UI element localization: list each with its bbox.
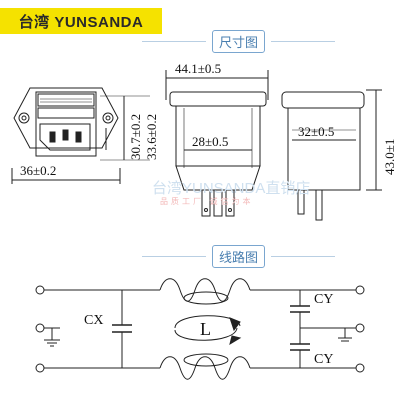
socket-pin-right	[75, 131, 82, 143]
terminal-left-top	[35, 285, 45, 295]
mount-hole-left-inner	[21, 115, 27, 121]
right-view	[281, 89, 382, 221]
choke-coil-bottom	[159, 356, 251, 380]
terminal-left-bottom	[35, 363, 45, 373]
label-front-height-inner: 30.7±0.2	[128, 114, 143, 160]
label-front-width: 36±0.2	[20, 163, 56, 178]
label-inductor: L	[200, 319, 211, 339]
mount-hole-right	[102, 112, 114, 124]
title-divider-right	[271, 256, 336, 257]
side-flange	[169, 91, 267, 107]
flux-arrow-bottom	[229, 335, 242, 346]
terminal-right-bottom	[355, 363, 365, 373]
choke-core-bottom	[183, 353, 229, 367]
side-bottom	[175, 165, 261, 191]
mount-hole-right-inner	[105, 115, 111, 121]
dimensions-section-title: 尺寸图	[136, 30, 341, 53]
switch-panel	[37, 93, 95, 107]
fuse-drawer	[37, 107, 95, 119]
choke-coil-top	[159, 278, 251, 302]
circuit-diagram	[35, 278, 365, 380]
flux-arrow-top	[229, 317, 241, 332]
socket-pin-left	[49, 131, 56, 143]
brand-text: 台湾 YUNSANDA	[18, 13, 144, 31]
mount-hole-left	[18, 112, 30, 124]
label-right-width: 32±0.5	[298, 124, 334, 139]
watermark-text: 台湾YUNSANDA直销店	[152, 180, 311, 197]
terminal-2	[213, 189, 223, 217]
right-flange	[281, 91, 365, 109]
title-divider-right	[271, 41, 336, 42]
label-cy-bottom: CY	[314, 352, 333, 367]
label-cy-top: CY	[314, 292, 333, 307]
label-front-height-outer: 33.6±0.2	[144, 114, 159, 160]
front-view	[11, 87, 150, 184]
iec-socket	[39, 123, 91, 151]
terminal-3	[225, 189, 235, 217]
terminal-right-top	[355, 285, 365, 295]
front-flange	[13, 87, 119, 149]
terminal-hole	[204, 208, 208, 212]
terminal-hole	[228, 208, 232, 212]
circuit-title-box: 线路图	[212, 245, 266, 268]
side-view	[165, 70, 269, 217]
right-terminal-1	[297, 189, 305, 215]
terminal-1	[201, 189, 211, 217]
right-body	[287, 107, 361, 191]
label-side-width-inner: 28±0.5	[192, 134, 228, 149]
title-divider-left	[142, 41, 206, 42]
dimensions-title-box: 尺寸图	[212, 30, 266, 53]
title-divider-left	[142, 256, 206, 257]
terminal-right-earth	[355, 323, 365, 333]
brand-label: 台湾 YUNSANDA	[0, 8, 162, 34]
watermark-subtext: 品质工厂 诚信为本	[160, 197, 254, 206]
label-side-width-outer: 44.1±0.5	[175, 61, 221, 76]
choke-core-top	[183, 291, 229, 305]
right-terminal-2	[315, 189, 323, 221]
flux-loop-bottom	[174, 327, 238, 341]
label-right-height: 43.0±1	[382, 139, 397, 175]
socket-pin-earth	[62, 129, 69, 141]
circuit-section-title: 线路图	[136, 245, 341, 268]
front-body	[35, 91, 97, 157]
label-cx: CX	[84, 313, 103, 328]
terminal-left-earth	[35, 323, 45, 333]
